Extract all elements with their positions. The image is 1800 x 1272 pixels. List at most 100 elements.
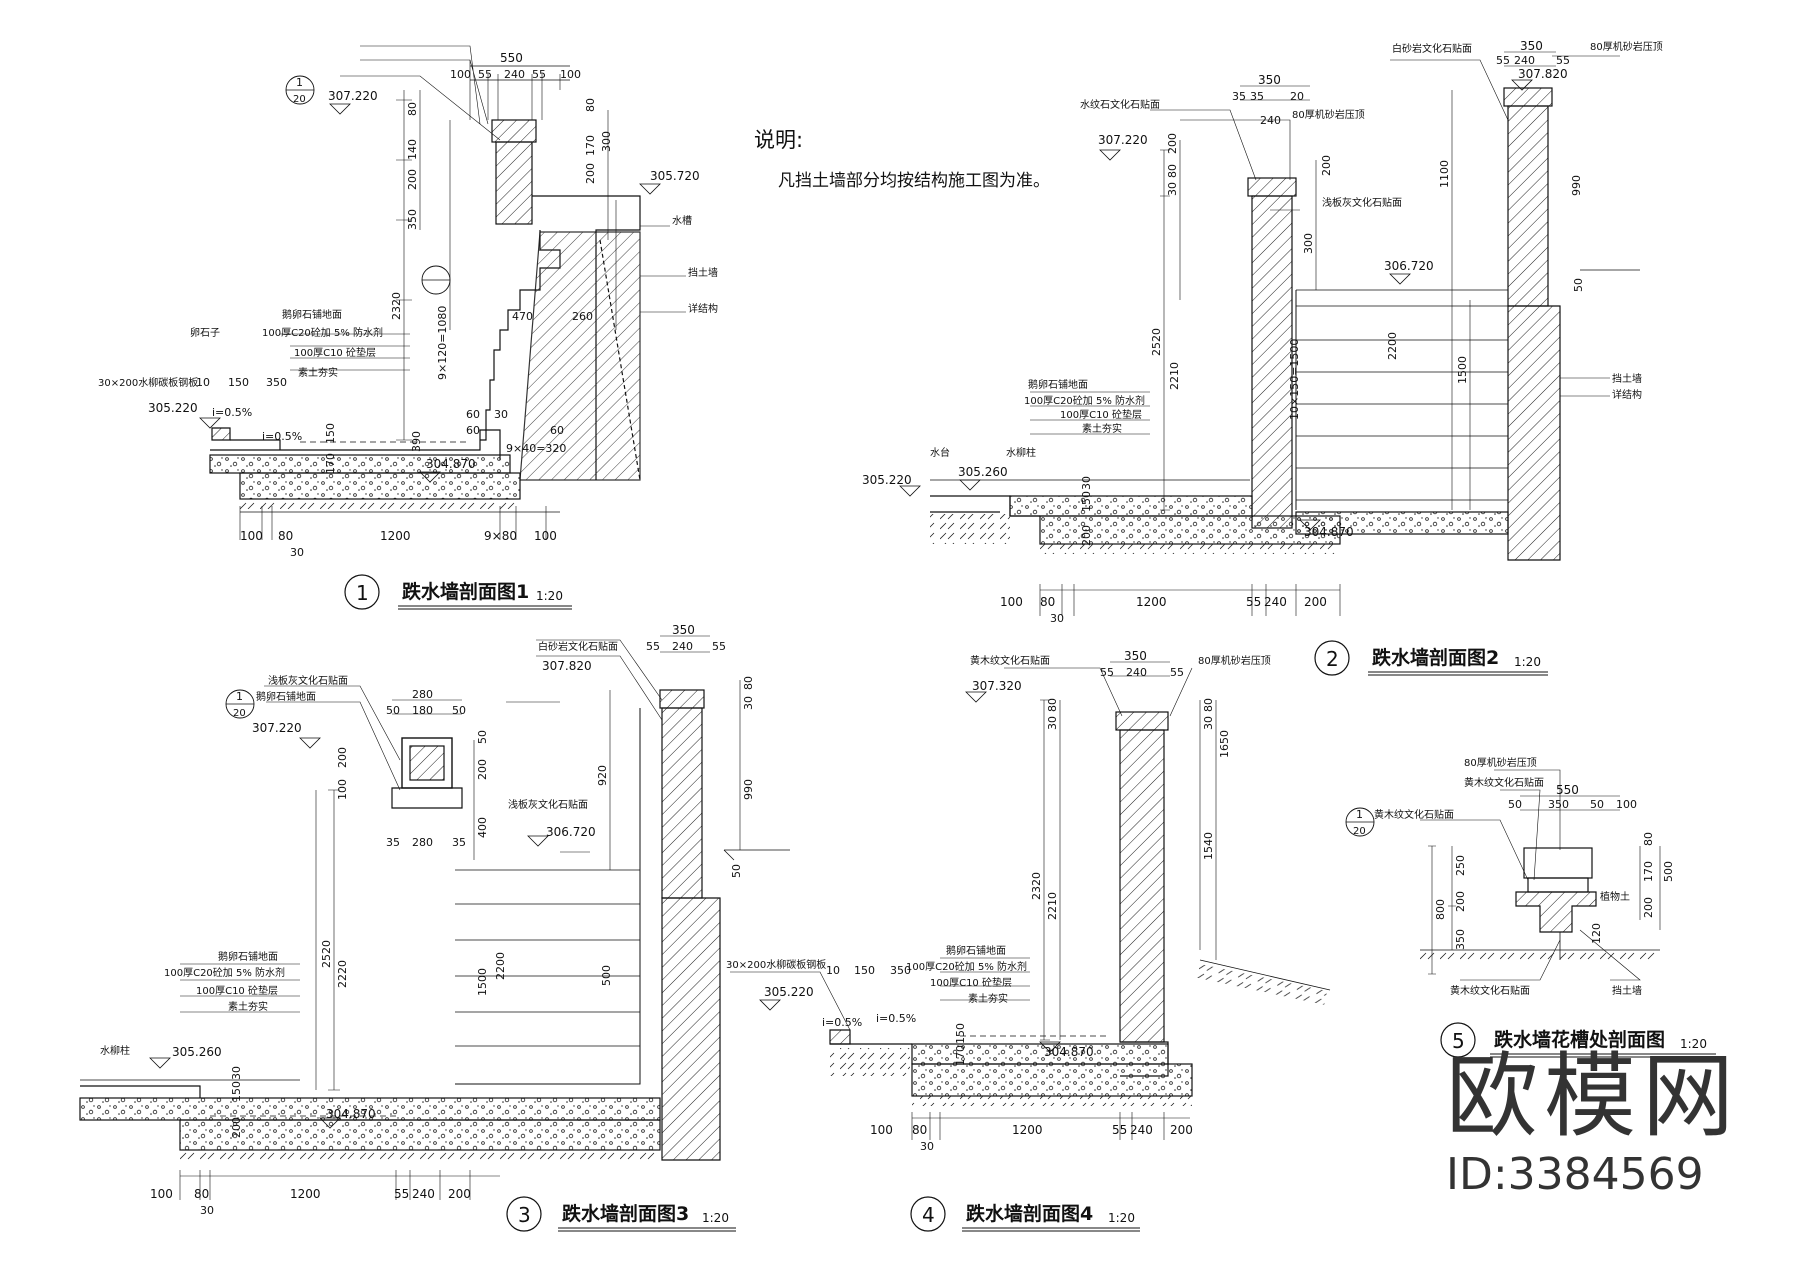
s2-vdim-2210: 2210 — [1168, 362, 1181, 390]
s3-bdim-55: 55 — [394, 1187, 409, 1201]
s1-vdim-2320: 2320 — [390, 292, 403, 320]
s1-elev-left: 305.220 — [148, 401, 198, 415]
s5-vdim-170: 170 — [1642, 861, 1655, 882]
s2-dim-240: 240 — [1260, 114, 1281, 127]
title-4-text: 跌水墙剖面图4 — [966, 1202, 1093, 1225]
s1-misc-150: 150 — [228, 376, 249, 389]
s2-dim-20: 20 — [1290, 90, 1304, 103]
s1-vdim-80: 80 — [406, 102, 419, 116]
s1-vdim-170: 170 — [324, 453, 337, 474]
s1-bdim-30: 30 — [290, 546, 304, 559]
s4-slope-2: i=0.5% — [876, 1012, 916, 1025]
s4-layer-4: 素土夯实 — [968, 992, 1008, 1005]
s5-vdim-120: 120 — [1590, 923, 1603, 944]
s5-vdim-350: 350 — [1454, 929, 1467, 950]
s4-vdim-2320: 2320 — [1030, 872, 1043, 900]
s2-dim-55b: 55 — [1556, 54, 1570, 67]
title-5-text: 跌水墙花槽处剖面图 — [1494, 1028, 1665, 1051]
s4-bdim-30: 30 — [920, 1140, 934, 1153]
title-3-text: 跌水墙剖面图3 — [562, 1202, 689, 1225]
s3-dim-55b: 55 — [712, 640, 726, 653]
s2-elev-top: 307.820 — [1518, 67, 1568, 81]
s2-bdim-30: 30 — [1050, 612, 1064, 625]
s3-layer-3: 100厚C10 砼垫层 — [196, 984, 278, 997]
s1-ref-num: 1 — [296, 76, 303, 89]
s3-label-2: 鹅卵石铺地面 — [256, 690, 316, 703]
s4-slope-1: i=0.5% — [822, 1016, 862, 1029]
s3-ref-den: 20 — [233, 708, 246, 719]
s1-dim-100b: 100 — [560, 68, 581, 81]
s4-bdim-80: 80 — [912, 1123, 927, 1137]
s2-vdim-200b: 200 — [1320, 155, 1333, 176]
s1-slope-1: i=0.5% — [212, 406, 252, 419]
s4-label-3: 30×200水柳碳板钢板 — [726, 958, 826, 971]
s1-layer-3: 100厚C10 砼垫层 — [294, 346, 376, 359]
s3-layer-1: 鹅卵石铺地面 — [218, 950, 278, 963]
s1-upper-wall — [495, 141, 533, 225]
s4-dim-55a: 55 — [1100, 666, 1114, 679]
title-1-text: 跌水墙剖面图1 — [402, 580, 529, 603]
s3-label-4: 浅板灰文化石贴面 — [508, 798, 588, 811]
s1-label-trough: 水槽 — [672, 214, 692, 227]
s3-vdim-400: 400 — [476, 817, 489, 838]
s2-label-4: 白砂岩文化石贴面 — [1392, 42, 1472, 55]
s3-mdim-35a: 35 — [386, 836, 400, 849]
s1-vdim-140: 140 — [406, 139, 419, 160]
s2-vdim-1100: 1100 — [1438, 160, 1451, 188]
s4-vdim-30b: 30 — [1202, 716, 1215, 730]
s4-elev-left: 305.220 — [764, 985, 814, 999]
s4-layer-3: 100厚C10 砼垫层 — [930, 976, 1012, 989]
s3-elev-mid: 307.220 — [252, 721, 302, 735]
s5-label-1: 80厚机砂岩压顶 — [1464, 756, 1537, 769]
s4-vdim-1650: 1650 — [1218, 730, 1231, 758]
s3-bdim-240: 240 — [412, 1187, 435, 1201]
s3-layer-4: 素土夯实 — [228, 1000, 268, 1013]
s5-texts: 550 50 350 50 100 1 20 250 200 800 350 8… — [1353, 756, 1675, 997]
s4-vdim-150: 150 — [954, 1023, 967, 1044]
s3-bdim-200: 200 — [448, 1187, 471, 1201]
s3-misc-150: 150 — [230, 1081, 243, 1102]
s3-dim-240: 240 — [672, 640, 693, 653]
s1-dim-550: 550 — [500, 51, 523, 65]
s2-bdim-200: 200 — [1304, 595, 1327, 609]
s1-dim-55b: 55 — [532, 68, 546, 81]
notes-title: 说明: — [754, 128, 804, 152]
s4-label-1: 黄木纹文化石贴面 — [970, 654, 1050, 667]
s4-bdim-100: 100 — [870, 1123, 893, 1137]
s2-dim-350: 350 — [1258, 73, 1281, 87]
s1-label-struct: 详结构 — [688, 302, 718, 315]
s4-bdim-55: 55 — [1112, 1123, 1127, 1137]
s1-step-60a: 60 — [466, 424, 480, 437]
s4-dim-55b: 55 — [1170, 666, 1184, 679]
title-5-scale: 1:20 — [1680, 1037, 1707, 1051]
s3-dim-50a: 50 — [386, 704, 400, 717]
s2-label-2: 80厚机砂岩压顶 — [1292, 108, 1365, 121]
s2-dim-35b: 35 — [1250, 90, 1264, 103]
s1-vdim-390: 390 — [410, 431, 423, 452]
notes-body: 凡挡土墙部分均按结构施工图为准。 — [778, 171, 1050, 191]
s1-rdim-300: 300 — [600, 131, 613, 152]
s2-bdim-80: 80 — [1040, 595, 1055, 609]
s3-layer-2: 100厚C20砼加 5% 防水剂 — [164, 966, 285, 979]
s3-misc-30: 30 — [230, 1066, 243, 1080]
s2-label-5: 80厚机砂岩压顶 — [1590, 40, 1663, 53]
s3-vdim-2220: 2220 — [336, 960, 349, 988]
s1-step-260: 260 — [572, 310, 593, 323]
s3-mdim-35b: 35 — [452, 836, 466, 849]
s2-layer-2: 100厚C20砼加 5% 防水剂 — [1024, 394, 1145, 407]
s4-bdim-240: 240 — [1130, 1123, 1153, 1137]
s3-label-3: 白砂岩文化石贴面 — [538, 640, 618, 653]
section-titles: 1 跌水墙剖面图1 1:20 2 跌水墙剖面图2 1:20 3 跌水墙剖面图3 … — [344, 574, 1716, 1232]
s2-vdim-80: 80 — [1166, 164, 1179, 178]
title-5-num: 5 — [1452, 1029, 1465, 1053]
s2-vdim-30: 30 — [1166, 182, 1179, 196]
s4-dim-240: 240 — [1126, 666, 1147, 679]
s3-bdim-100: 100 — [150, 1187, 173, 1201]
s4-elev-bottom: 304.870 — [1044, 1045, 1094, 1059]
s5-label-2: 黄木纹文化石贴面 — [1464, 776, 1544, 789]
s1-dim-100a: 100 — [450, 68, 471, 81]
s3-vdim-200b: 200 — [476, 759, 489, 780]
s3-bdim-80: 80 — [194, 1187, 209, 1201]
s3-vdim-100: 100 — [336, 779, 349, 800]
s2-elev-water: 306.720 — [1384, 259, 1434, 273]
